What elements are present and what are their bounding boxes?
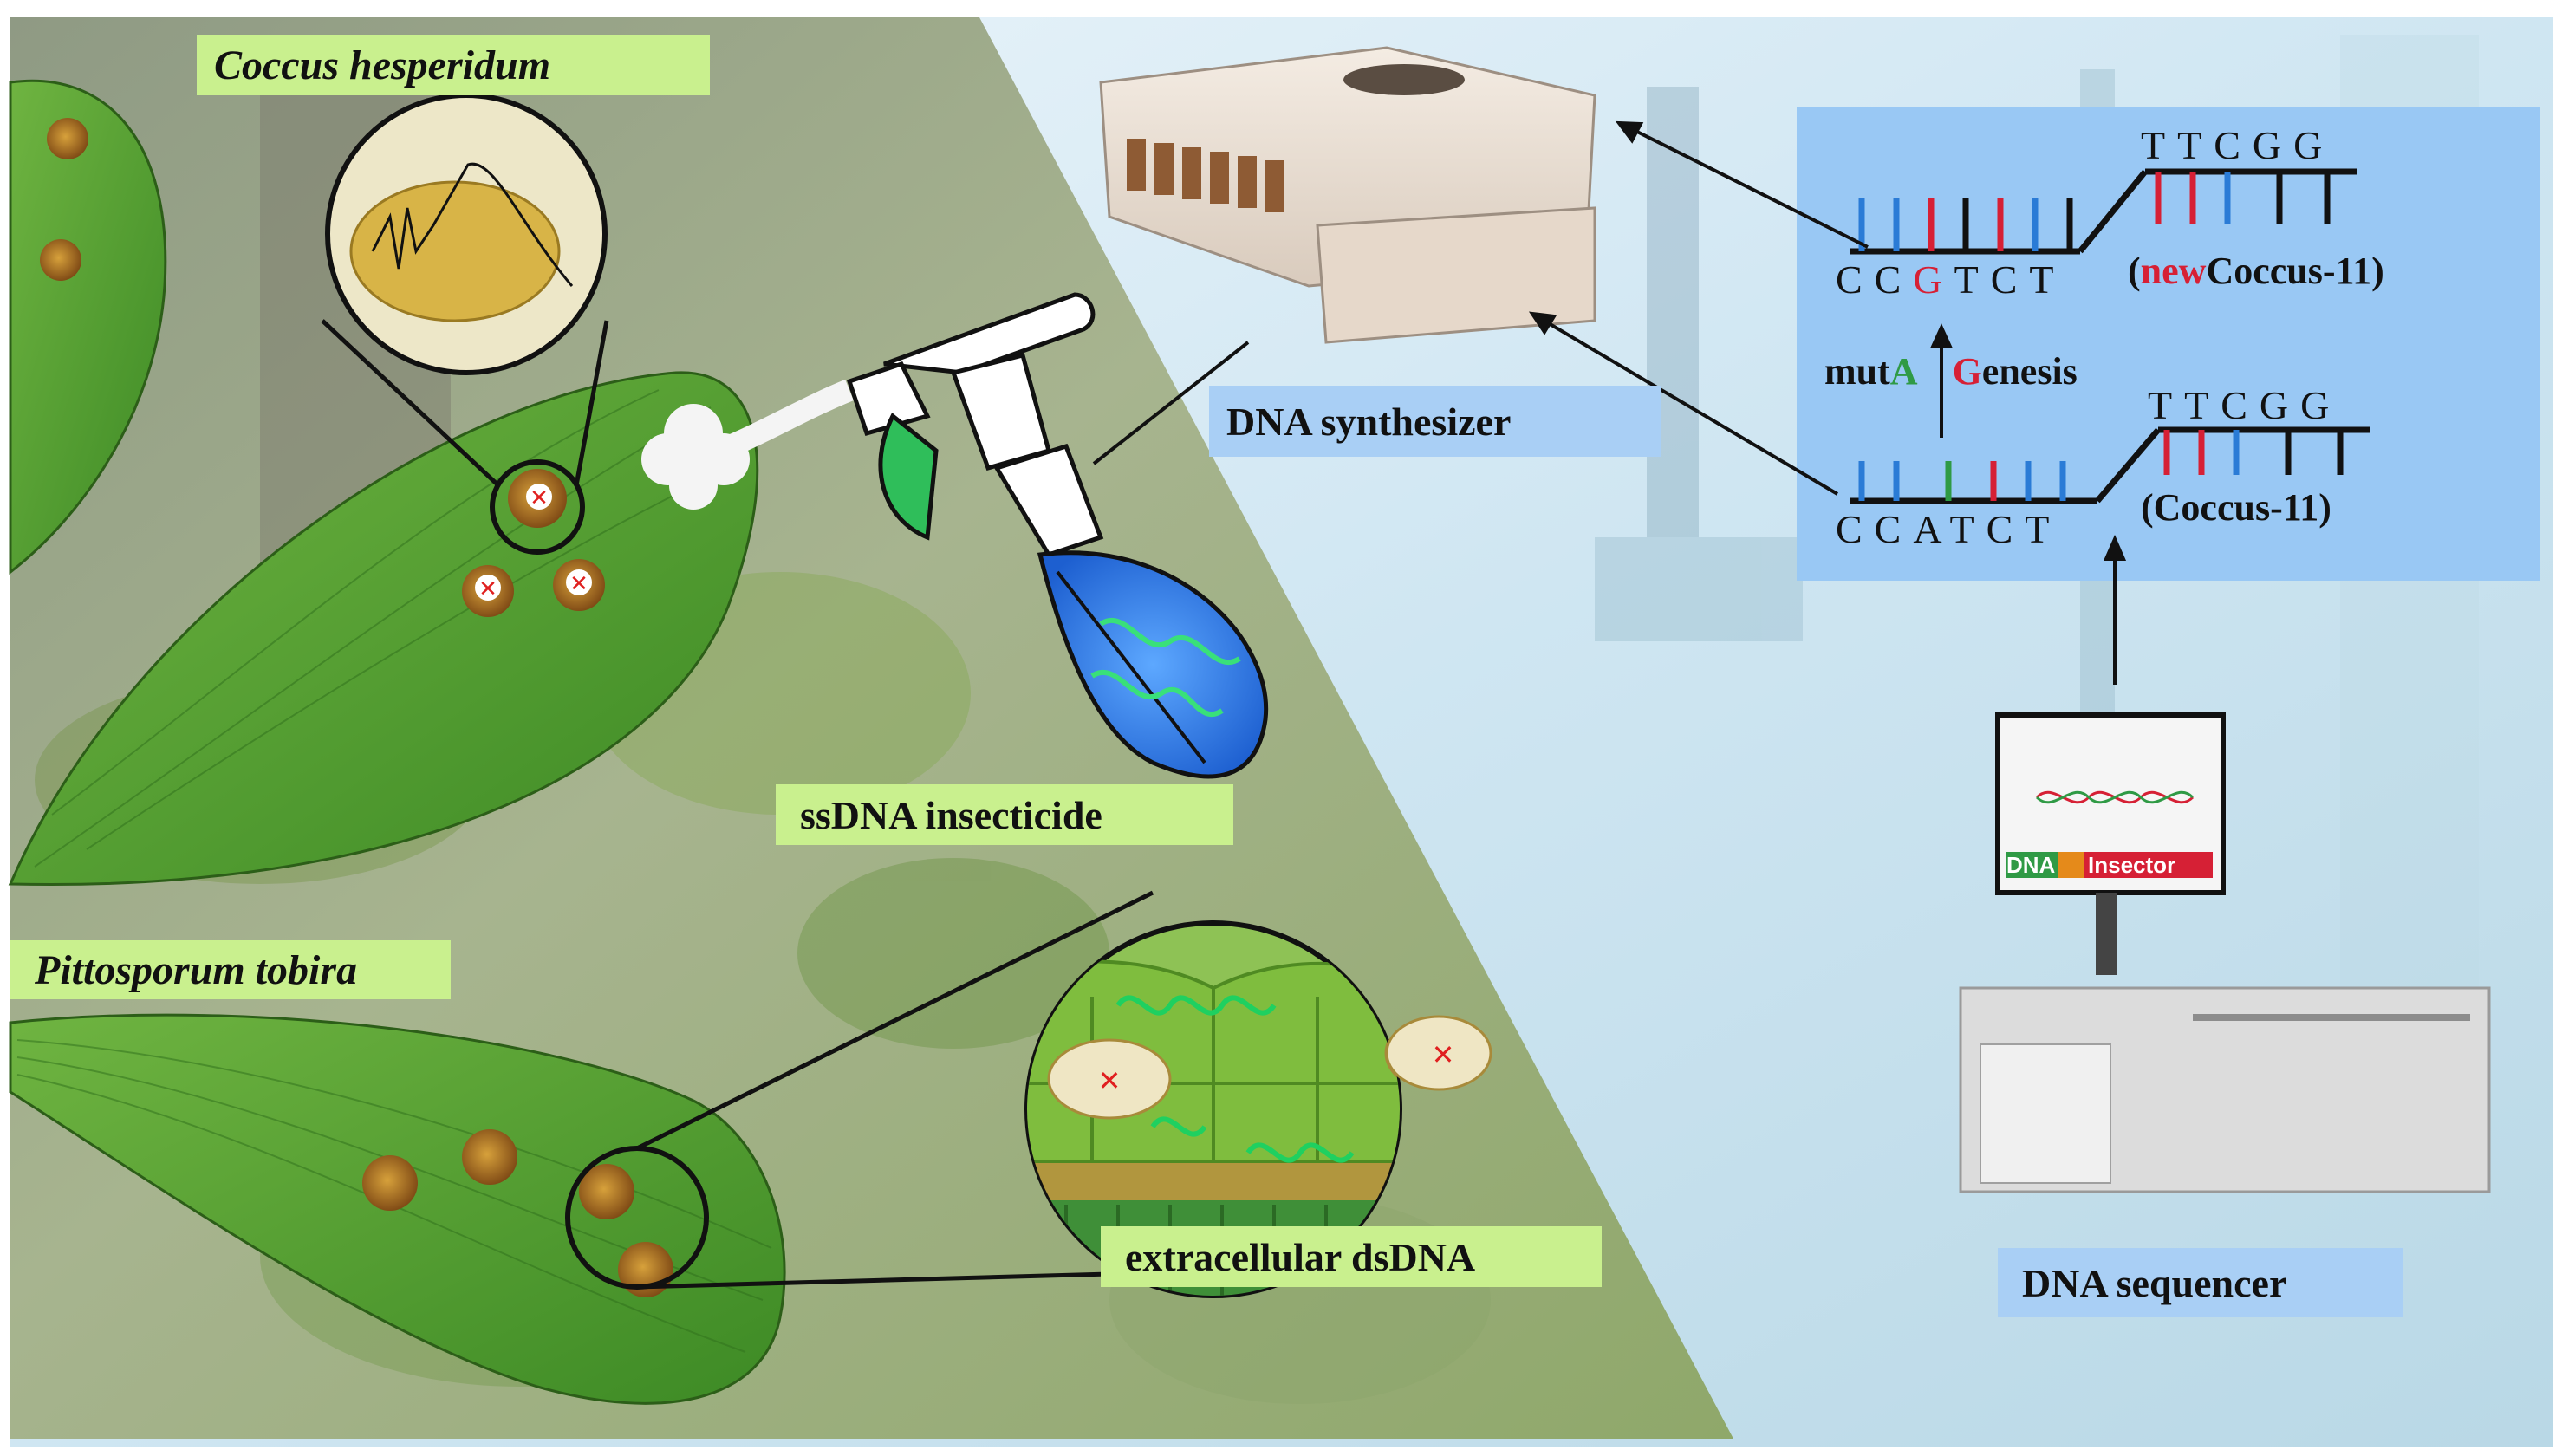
spray-cloud: [641, 379, 854, 510]
strand-new: [1850, 168, 2357, 255]
focus-ring-small: [490, 459, 585, 555]
strand-original: [1850, 426, 2370, 504]
scale-insect-6: [362, 1155, 418, 1211]
bottle-body: [1037, 550, 1269, 779]
scale-insect-magnified: [349, 180, 561, 322]
scale-insect-7: [462, 1129, 517, 1185]
scale-insect-8: [579, 1164, 634, 1219]
dead-insect-1: [1047, 1038, 1172, 1120]
seq-original-top: TTCGG: [2148, 383, 2342, 427]
label-ssdna-insecticide: ssDNA insecticide: [776, 784, 1233, 845]
svg-text:✕: ✕: [1432, 1038, 1455, 1071]
seq-original-label: (Coccus-11): [2141, 485, 2331, 529]
label-extracellular-dsdna: extracellular dsDNA: [1101, 1226, 1602, 1287]
leaf-middle-veins: [34, 389, 712, 868]
label-pittosporum-tobira: Pittosporum tobira: [10, 940, 451, 999]
dead-insect-3: [1385, 1015, 1492, 1091]
svg-text:✕: ✕: [530, 485, 549, 511]
synthesizer-machine: [1099, 46, 1596, 344]
svg-text:✕: ✕: [478, 576, 497, 602]
seq-original-bottom: CCATCT: [1836, 507, 2062, 551]
leaf-top-left: [9, 79, 167, 575]
scale-insect-9: [618, 1242, 673, 1297]
svg-text:✕: ✕: [1098, 1064, 1122, 1097]
scale-insect-1: [47, 118, 88, 159]
svg-text:✕: ✕: [569, 571, 588, 597]
seq-new-label: (new Coccus-11): [2128, 249, 2384, 292]
dead-marker-group: ✕ ✕ ✕: [475, 484, 592, 602]
label-coccus-hesperidum: Coccus hesperidum: [197, 35, 710, 95]
spray-bottle: [846, 292, 1269, 779]
sequencer-machine: [1959, 712, 2491, 1193]
scale-insect-2: [40, 239, 81, 281]
chromatogram-trace: [371, 162, 574, 287]
label-dna-synthesizer: DNA synthesizer: [1209, 386, 1661, 457]
label-dna-sequencer: DNA sequencer: [1998, 1248, 2403, 1317]
seq-new-top: TTCGG: [2141, 123, 2335, 167]
flow-arrows: [1092, 120, 2127, 685]
